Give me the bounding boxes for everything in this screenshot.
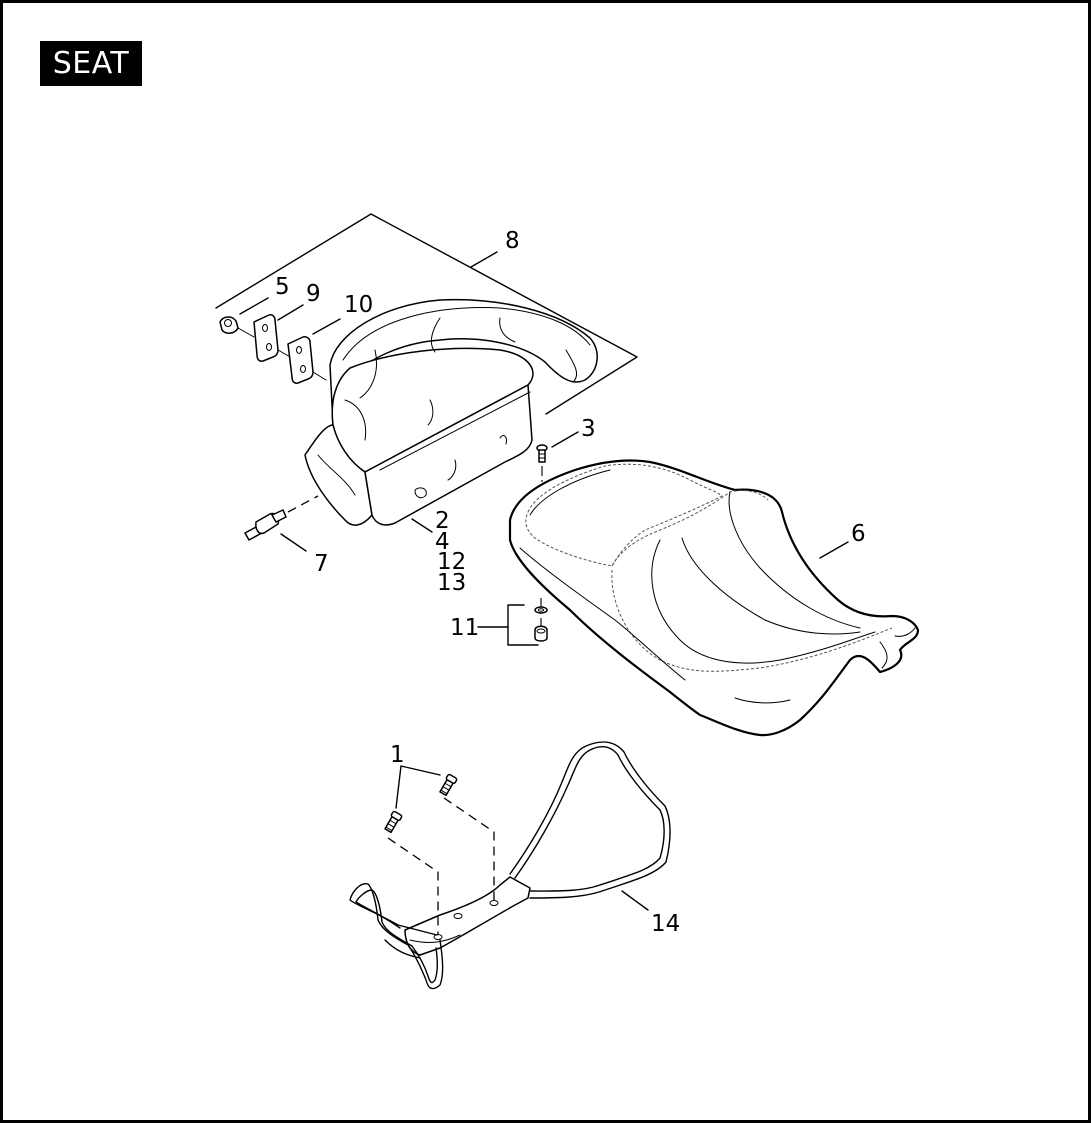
- callout-6[interactable]: 6: [851, 521, 866, 547]
- callout-8[interactable]: 8: [505, 228, 520, 254]
- callout-5[interactable]: 5: [275, 274, 290, 300]
- callout-leader-lines: [239, 297, 849, 911]
- page-title: SEAT: [40, 41, 142, 86]
- callout-1[interactable]: 1: [390, 742, 405, 768]
- washer-nut-part-11[interactable]: [477, 598, 548, 646]
- callout-11[interactable]: 11: [450, 615, 479, 641]
- pivot-stud-part-7[interactable]: [244, 495, 319, 541]
- callout-labels: 8 5 9 10 3 6 7 2 4 12 13 11 1 14: [275, 228, 866, 937]
- callout-14[interactable]: 14: [651, 911, 680, 937]
- callout-9[interactable]: 9: [306, 281, 321, 307]
- backrest-assembly-bracket: [215, 213, 638, 415]
- seat-cushion-part-6[interactable]: [508, 459, 920, 737]
- callout-2[interactable]: 2: [435, 508, 450, 534]
- callout-4[interactable]: 4: [435, 529, 450, 555]
- callout-7[interactable]: 7: [314, 551, 329, 577]
- bracket-plate-part-9[interactable]: [253, 314, 293, 362]
- callout-12[interactable]: 12: [437, 549, 466, 575]
- backrest-pad[interactable]: [304, 298, 598, 526]
- callout-3[interactable]: 3: [581, 416, 596, 442]
- backrest-frame-part-14[interactable]: [349, 741, 671, 990]
- bracket-plate-part-10[interactable]: [287, 336, 327, 384]
- screws-part-1[interactable]: [384, 765, 495, 935]
- callout-10[interactable]: 10: [344, 292, 373, 318]
- nut-part-5[interactable]: [219, 316, 255, 338]
- callout-13[interactable]: 13: [437, 570, 466, 596]
